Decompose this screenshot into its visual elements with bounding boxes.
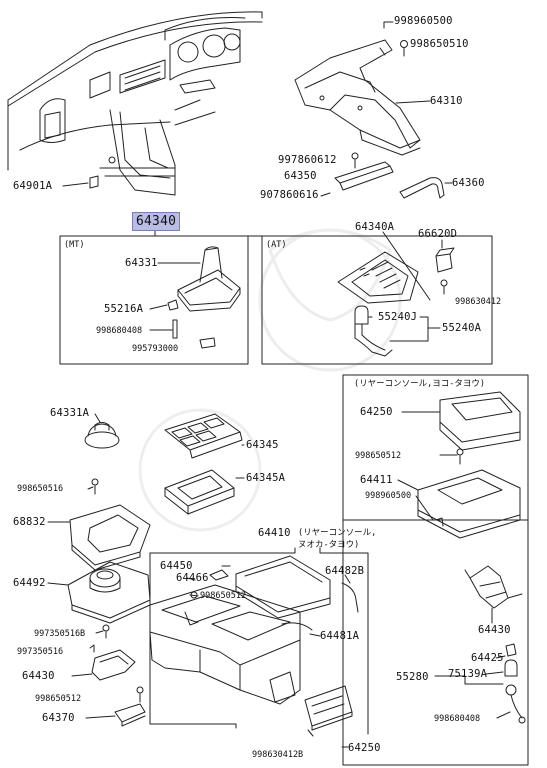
- lid-64250-drawing: [439, 391, 521, 451]
- label-998650512-center: 998650512: [200, 591, 247, 601]
- label-64430-left: 64430: [22, 670, 55, 682]
- label-64345: 64345: [246, 439, 279, 451]
- switch-panel-64345-drawing: [164, 413, 243, 459]
- label-55240A: 55240A: [442, 322, 482, 334]
- label-998680408-right: 998680408: [434, 714, 481, 724]
- bulb-drawing: [504, 643, 526, 724]
- label-998680408: 998680408: [96, 326, 143, 336]
- plate-68832-drawing: [69, 504, 151, 571]
- label-side-group: (リヤーコンソール,: [298, 528, 377, 538]
- label-64425: 64425: [471, 652, 504, 664]
- label-64310: 64310: [430, 95, 463, 107]
- label-64250-bottom: 64250: [348, 742, 381, 754]
- label-64466: 64466: [176, 572, 209, 584]
- label-66620D: 66620D: [418, 228, 458, 240]
- label-64350: 64350: [284, 170, 317, 182]
- label-64370: 64370: [42, 712, 75, 724]
- dashboard-drawing: [7, 11, 263, 196]
- rear-console-drawing: [149, 584, 301, 705]
- handle-64360-drawing: [399, 177, 445, 199]
- mt-box: [59, 235, 249, 365]
- label-64360: 64360: [452, 177, 485, 189]
- label-997350516B: 997350516B: [34, 629, 86, 639]
- label-64482B: 64482B: [325, 565, 365, 577]
- armrest-64450-drawing: [235, 555, 331, 619]
- label-998960500: 998960500: [394, 15, 453, 27]
- label-997350516: 997350516: [17, 647, 64, 657]
- label-mt: (MT): [64, 240, 85, 250]
- boot-64331A-drawing: [84, 422, 120, 449]
- label-64410: 64410: [258, 527, 291, 539]
- label-64450: 64450: [160, 560, 193, 572]
- label-64481A: 64481A: [320, 630, 360, 642]
- label-64345A: 64345A: [246, 472, 286, 484]
- bracket-64350-drawing: [320, 152, 394, 197]
- label-64331: 64331: [125, 257, 158, 269]
- label-55216A: 55216A: [104, 303, 144, 315]
- label-64901A: 64901A: [13, 180, 53, 192]
- label-75139A: 75139A: [448, 668, 488, 680]
- label-997860612: 997860612: [278, 154, 337, 166]
- label-64331A: 64331A: [50, 407, 90, 419]
- at-indicator-drawing: [337, 251, 419, 304]
- label-64250: 64250: [360, 406, 393, 418]
- label-side-group-2: ヌオカ-タヨウ): [298, 540, 360, 550]
- label-998650510: 998650510: [410, 38, 469, 50]
- label-64411: 64411: [360, 474, 393, 486]
- label-64340A: 64340A: [355, 221, 395, 233]
- label-998630412: 998630412: [455, 297, 502, 307]
- label-998650512-right: 998650512: [355, 451, 402, 461]
- plate-64492-drawing: [67, 561, 151, 624]
- label-907860616: 907860616: [260, 189, 319, 201]
- label-55280: 55280: [396, 671, 429, 683]
- label-995793000: 995793000: [132, 344, 179, 354]
- bracket-lower-left-drawing: [89, 624, 146, 727]
- label-68832: 68832: [13, 516, 46, 528]
- at-box: [261, 235, 493, 365]
- lamp-drawing: [354, 247, 455, 357]
- label-64492: 64492: [13, 577, 46, 589]
- console-upper-drawing: [294, 21, 421, 156]
- tray-64411-drawing: [417, 469, 521, 539]
- label-64430-right: 64430: [478, 624, 511, 636]
- bezel-64345A-drawing: [164, 469, 235, 515]
- mt-boot-drawing: [167, 246, 241, 349]
- label-55240J: 55240J: [378, 311, 418, 323]
- bracket-64430-right-drawing: [464, 565, 523, 609]
- label-998630412B: 998630412B: [252, 750, 304, 760]
- label-64340-highlight[interactable]: 64340: [132, 212, 181, 231]
- label-998650512-left: 998650512: [35, 694, 82, 704]
- label-998650516: 998650516: [17, 484, 64, 494]
- label-998960500-right: 998960500: [365, 491, 412, 501]
- label-at: (AT): [266, 240, 287, 250]
- label-rear-console: (リヤーコンソール,ヨコ-タヨウ): [354, 379, 485, 389]
